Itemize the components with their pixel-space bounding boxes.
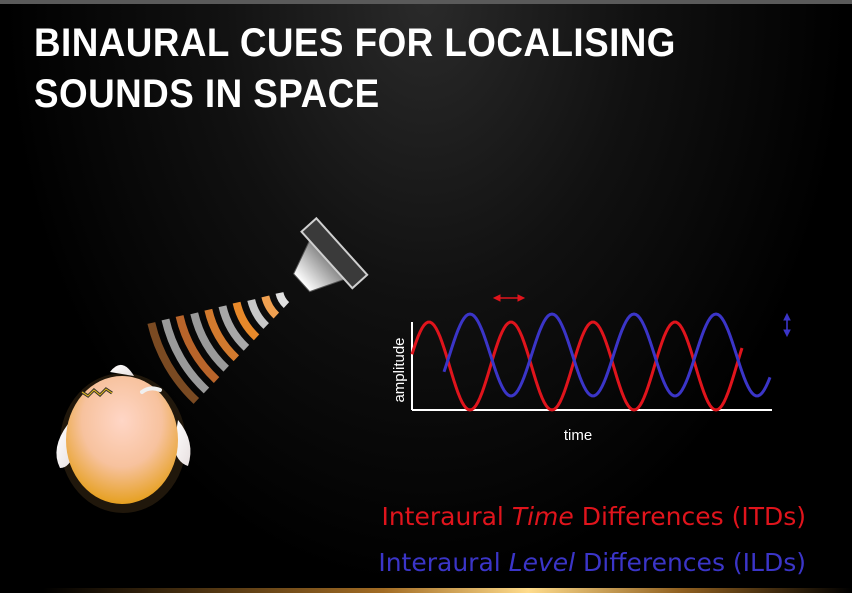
x-axis-label: time [564,427,592,444]
ild-suffix: Differences (ILDs) [575,548,806,577]
left-eyebrow-highlight [81,388,113,397]
itd-legend: Interaural Time Differences (ITDs) [381,502,806,531]
ild-prefix: Interaural [378,548,509,577]
waveform-plot: amplitude time [391,312,772,444]
left-ear-wave-red [410,320,744,412]
loudspeaker-icon [293,216,369,293]
itd-prefix: Interaural [381,502,512,531]
wave-ring [204,308,240,362]
wave-ring [218,305,250,351]
slide-title: BINAURAL CUES FOR LOCALISING SOUNDS IN S… [34,18,733,120]
wave-ring [261,295,280,319]
wave-ring [175,315,220,383]
y-axis-label: amplitude [391,337,408,402]
bottom-glow [0,588,852,593]
title-line-2: SOUNDS IN SPACE [34,72,380,116]
time-shift-arrow-icon [492,294,526,302]
right-ear [174,420,191,466]
wave-ring [161,318,210,394]
nose [110,364,134,376]
itd-suffix: Differences (ITDs) [573,502,806,531]
wave-ring [247,298,270,329]
right-eyebrow [140,386,162,394]
ild-legend: Interaural Level Differences (ILDs) [378,548,806,577]
title-line-1: BINAURAL CUES FOR LOCALISING [34,21,676,65]
head [66,376,178,504]
wave-ring [190,312,229,372]
speaker-body [300,216,369,290]
wave-ring [232,301,260,341]
right-ear-wave-blue [442,312,772,398]
slide-top-border [0,0,852,4]
itd-emphasis: Time [511,502,574,531]
level-shift-arrow-icon [783,312,791,338]
sound-wave-fan-icon [147,291,290,404]
wave-ring [275,291,290,309]
listener-head-icon [56,364,191,513]
wave-ring [147,322,200,404]
ild-emphasis: Level [508,548,576,577]
